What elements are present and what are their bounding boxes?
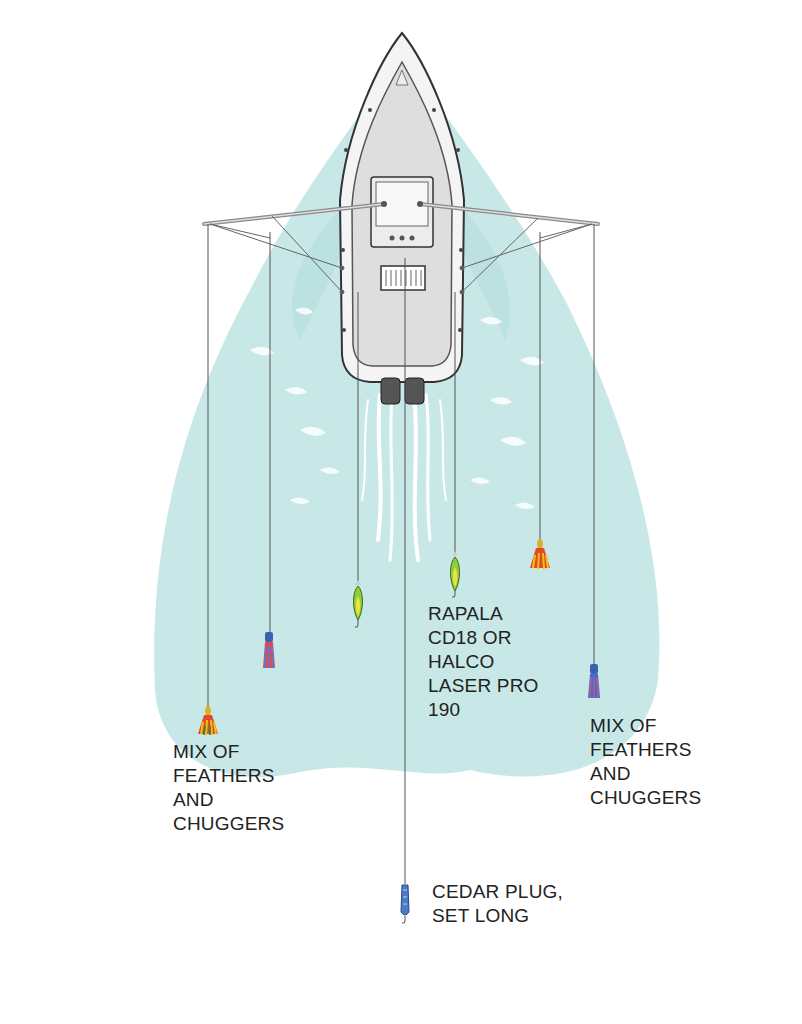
- hook: [402, 916, 405, 923]
- console: [371, 177, 433, 247]
- cleat: [344, 148, 348, 152]
- wake-streak: [390, 395, 392, 560]
- lure-label: MIX OF FEATHERS AND CHUGGERS: [590, 714, 710, 810]
- gauge: [410, 236, 415, 241]
- plug-body: [451, 557, 460, 591]
- hook: [452, 591, 455, 597]
- foam-patch: [470, 477, 490, 484]
- water: [154, 55, 659, 777]
- windshield: [376, 182, 428, 226]
- water-shadow: [462, 210, 510, 340]
- lure-label: CEDAR PLUG, SET LONG: [432, 880, 574, 928]
- line-flat-right: [455, 292, 456, 556]
- halyard: [462, 218, 592, 292]
- rod-holder: [460, 266, 464, 270]
- rod-holder: [340, 266, 344, 270]
- plug-body: [354, 586, 363, 620]
- outriggers: [204, 201, 598, 224]
- gauge: [390, 236, 395, 241]
- line-left-short: [270, 232, 271, 632]
- lure-head: [205, 706, 211, 716]
- leaning-post: [381, 266, 425, 290]
- gunwale-cleats: [341, 108, 463, 332]
- foam-patch: [320, 467, 340, 474]
- outrigger-pole: [420, 204, 598, 224]
- foam-patch: [490, 397, 512, 405]
- water-shadow: [292, 210, 342, 340]
- foam-patch: [480, 317, 502, 325]
- engine: [381, 378, 400, 404]
- plug-lip: [452, 551, 458, 556]
- engine: [405, 378, 424, 404]
- gauge: [400, 236, 405, 241]
- foam-patch: [290, 497, 310, 504]
- lure-skirt: [590, 678, 598, 698]
- wake-streak: [440, 400, 446, 500]
- cleat: [458, 328, 462, 332]
- cleat: [456, 148, 460, 152]
- outrigger-pole: [204, 204, 384, 224]
- lure-skirt: [263, 642, 275, 668]
- plug-body: [401, 885, 409, 915]
- foam-patch: [515, 502, 535, 509]
- rod-holder: [460, 290, 464, 294]
- cleat: [368, 108, 372, 112]
- lure-head: [537, 539, 543, 549]
- lure-skirt: [588, 674, 600, 698]
- lure-skirt: [530, 548, 550, 568]
- foam-patch: [500, 437, 526, 446]
- line-right-short: [540, 232, 541, 540]
- pole-base: [381, 201, 387, 207]
- cleat: [459, 248, 463, 252]
- foam-patch: [300, 427, 326, 436]
- lure-skirt: [204, 726, 210, 735]
- lure-head: [590, 664, 598, 674]
- lure-head: [265, 632, 273, 642]
- bow-hatch: [396, 70, 408, 85]
- lure-skirt: [533, 553, 548, 569]
- hook: [355, 620, 358, 627]
- foam-patch: [285, 387, 307, 395]
- lure-skirt: [201, 720, 216, 735]
- cedar-plug: [401, 885, 409, 923]
- halyard: [210, 216, 342, 292]
- cleat: [341, 248, 345, 252]
- pole-base: [417, 201, 423, 207]
- foam-patch: [295, 307, 313, 314]
- lure-skirt: [198, 715, 218, 734]
- diving-plug: [451, 551, 460, 597]
- line-flat-left: [358, 292, 359, 585]
- wake-streak: [362, 400, 368, 500]
- wake-streak: [414, 395, 418, 560]
- cleat: [342, 328, 346, 332]
- seat-slats: [386, 270, 421, 286]
- lure-label: RAPALA CD18 OR HALCO LASER PRO 190: [428, 602, 542, 722]
- rigging: [210, 216, 592, 294]
- wake-streak: [426, 395, 430, 540]
- plug-belly: [453, 567, 458, 587]
- feather-lure: [530, 539, 550, 569]
- rod-holder: [340, 290, 344, 294]
- wake-streak: [378, 395, 381, 540]
- lure-skirt: [265, 646, 273, 668]
- lure-label: MIX OF FEATHERS AND CHUGGERS: [173, 740, 293, 836]
- cleat: [432, 108, 436, 112]
- line-center: [405, 258, 406, 884]
- wake: [362, 395, 446, 560]
- plug-lip: [355, 580, 361, 585]
- feather-lure: [198, 706, 218, 735]
- deck: [352, 62, 452, 366]
- plug-stripe: [403, 890, 407, 904]
- outrigger-pole: [420, 204, 598, 224]
- line-left-outrigger: [208, 224, 209, 707]
- outrigger-pole: [204, 204, 384, 224]
- chugger-lure: [588, 664, 600, 698]
- plug-belly: [356, 596, 361, 616]
- chugger-lure: [263, 632, 275, 668]
- line-right-outrigger: [594, 224, 595, 664]
- diving-plug: [354, 580, 363, 627]
